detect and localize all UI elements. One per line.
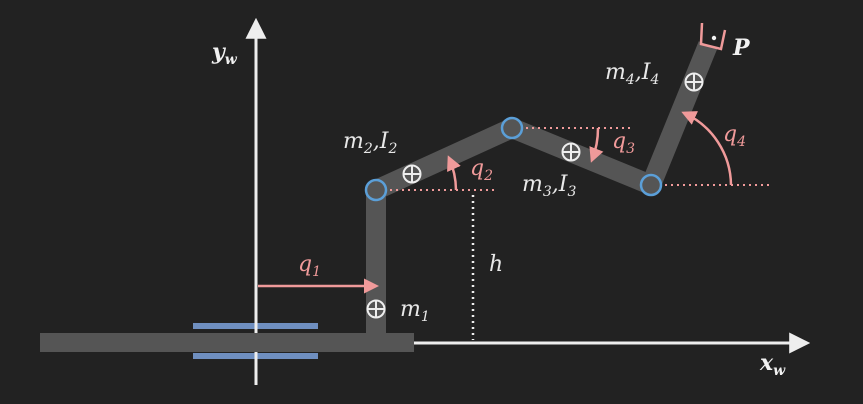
link-3-label: m3,I3	[522, 172, 577, 200]
joint-4-icon	[639, 173, 663, 197]
q4-arc	[681, 111, 733, 186]
q1-label: q1	[298, 252, 321, 280]
link-1-label: m1	[400, 297, 430, 325]
link-2-label: m2,I2	[343, 129, 398, 157]
joint-3-icon	[500, 116, 524, 140]
height-label: h	[489, 252, 503, 277]
link-3	[502, 118, 661, 195]
link-2	[366, 118, 522, 200]
y-axis-label: yw	[211, 39, 238, 68]
link-4	[641, 41, 718, 189]
center-of-mass-2-icon	[402, 164, 422, 184]
q2-arc	[447, 155, 461, 191]
center-of-mass-3-icon	[561, 142, 581, 162]
joint-2-icon	[364, 178, 388, 202]
x-axis-label: xw	[759, 350, 786, 379]
base-slider	[40, 333, 414, 352]
q3-label: q3	[612, 129, 635, 157]
end-effector-label: P	[732, 35, 751, 61]
q2-label: q2	[470, 156, 493, 184]
q3-arc	[589, 127, 604, 163]
center-of-mass-1-icon	[366, 299, 386, 319]
center-of-mass-4-icon	[684, 72, 704, 92]
link-4-label: m4,I4	[605, 60, 659, 88]
gripper-icon	[699, 22, 727, 51]
q4-label: q4	[723, 122, 746, 150]
